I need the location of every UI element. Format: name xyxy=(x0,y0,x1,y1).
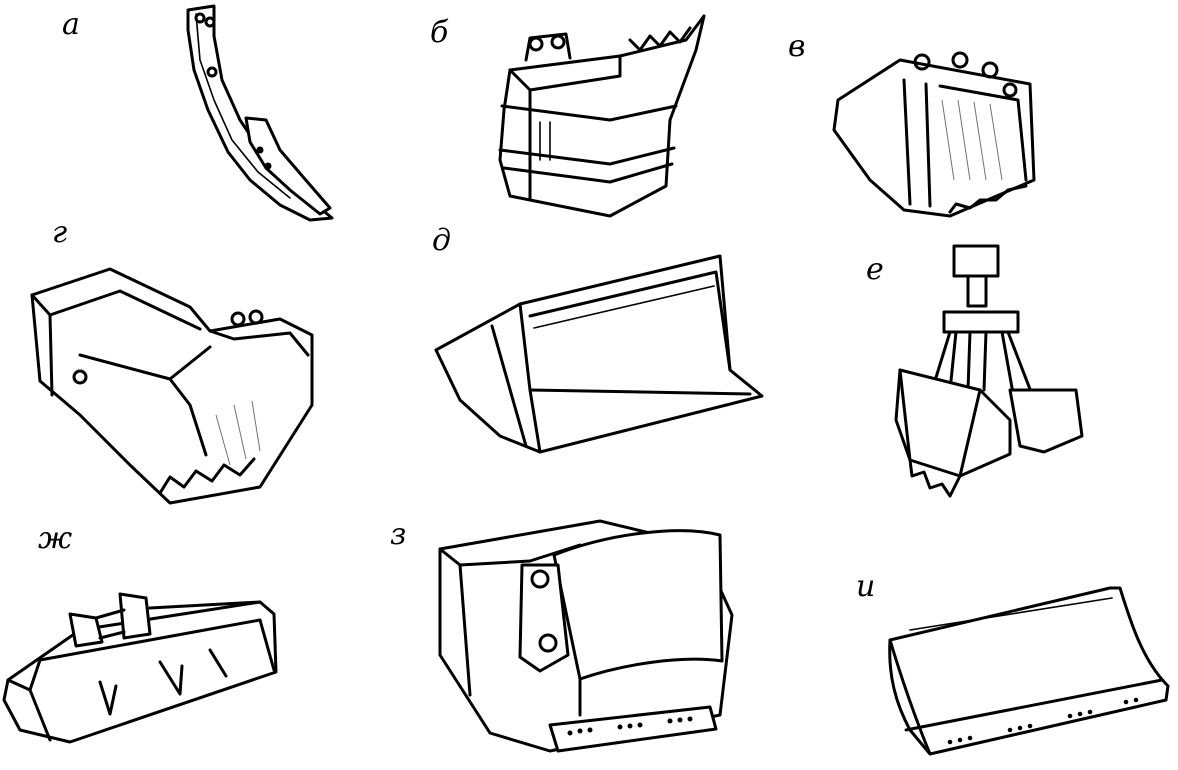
loader-bucket-drawing xyxy=(430,250,770,460)
dozer-blade-drawing xyxy=(880,580,1178,760)
label-a: а xyxy=(62,7,80,42)
label-z: з xyxy=(390,517,407,552)
shovel-bucket-drawing xyxy=(20,255,330,515)
label-v: в xyxy=(788,29,806,64)
label-b: б xyxy=(430,15,449,50)
label-i: и xyxy=(856,569,876,604)
label-e: е xyxy=(866,252,884,287)
drum-bucket-drawing xyxy=(430,515,750,765)
trench-bucket-drawing xyxy=(830,40,1040,220)
label-g: г xyxy=(52,215,68,250)
label-zh: ж xyxy=(38,521,73,556)
clamshell-grab-drawing xyxy=(890,240,1090,500)
label-d: д xyxy=(432,223,452,258)
ditch-bucket-drawing xyxy=(0,590,290,760)
ripper-tooth-drawing xyxy=(170,0,350,225)
banded-bucket-drawing xyxy=(490,10,720,220)
